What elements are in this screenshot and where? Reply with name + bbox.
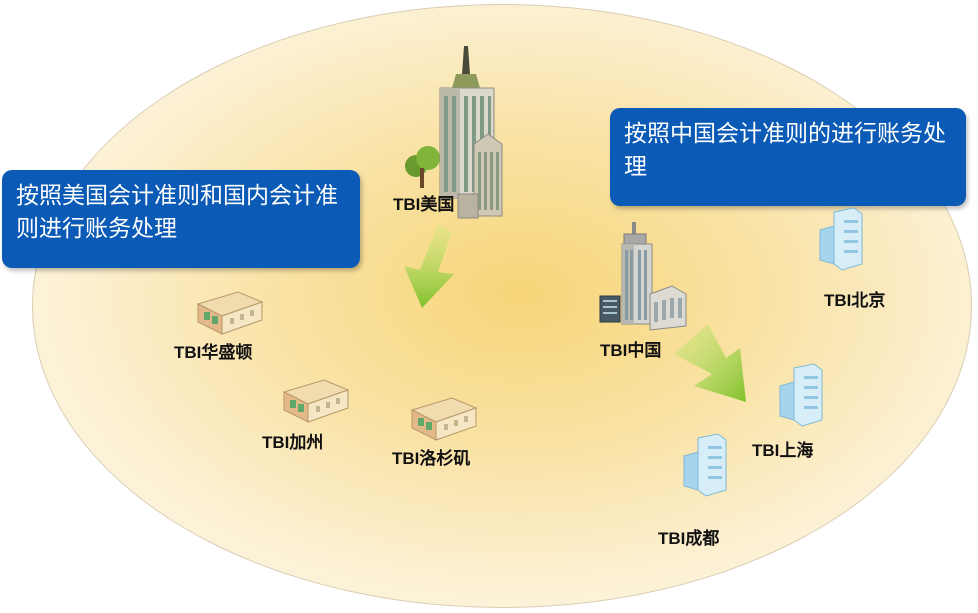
chengdu-office-building-icon <box>682 432 728 498</box>
label-shanghai: TBI上海 <box>752 441 814 460</box>
beijing-office-building-icon <box>818 206 864 272</box>
label-usa: TBI美国 <box>393 195 455 214</box>
label-chengdu: TBI成都 <box>658 529 720 548</box>
label-beijing: TBI北京 <box>824 291 886 310</box>
shanghai-office-building-icon <box>778 362 824 428</box>
us-gaap-callout: 按照美国会计准则和国内会计准则进行账务处理 <box>2 170 360 268</box>
right-down-arrow-icon <box>672 318 762 408</box>
cn-gaap-callout: 按照中国会计准则的进行账务处理 <box>610 108 966 206</box>
los-angeles-office-building-icon <box>408 394 480 442</box>
background-ellipse <box>32 4 972 608</box>
label-los-angeles: TBI洛杉矶 <box>392 449 471 468</box>
california-office-building-icon <box>280 376 352 424</box>
usa-headquarters-building-icon <box>398 44 523 224</box>
label-china: TBI中国 <box>600 341 662 360</box>
down-arrow-icon <box>398 222 468 312</box>
china-headquarters-building-icon <box>594 218 690 334</box>
label-california: TBI加州 <box>262 433 324 452</box>
label-washington: TBI华盛顿 <box>174 343 253 362</box>
washington-office-building-icon <box>194 288 266 336</box>
